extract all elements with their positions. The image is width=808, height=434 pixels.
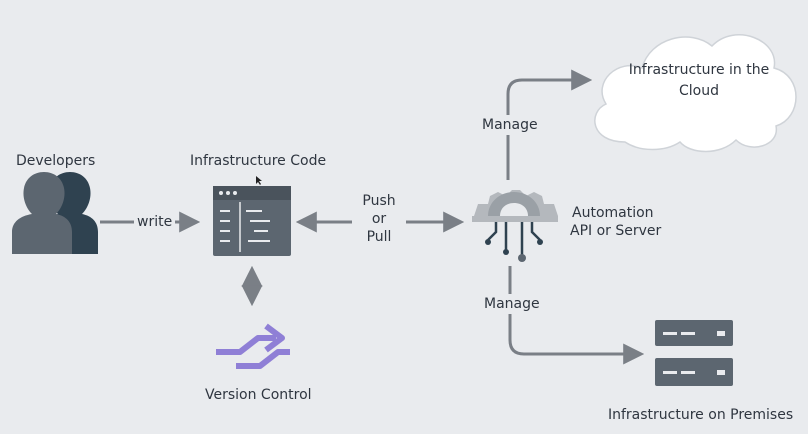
manage-cloud-label: Manage xyxy=(482,115,538,135)
automation-label-line1: Automation xyxy=(572,205,654,221)
push-pull-label: Push or Pull xyxy=(352,192,406,246)
version-control-icon xyxy=(216,323,290,369)
automation-label-line2: API or Server xyxy=(570,223,662,239)
developers-icon xyxy=(12,172,98,254)
code-window-icon xyxy=(213,186,291,256)
automation-gear-icon xyxy=(472,190,558,262)
infrastructure-code-label: Infrastructure Code xyxy=(190,153,327,169)
push-label: Push xyxy=(362,193,396,209)
automation-label: Automation API or Server xyxy=(570,204,661,240)
mouse-cursor-icon xyxy=(256,176,262,185)
on-premises-label: Infrastructure on Premises xyxy=(608,407,794,423)
manage-cloud-arrow xyxy=(506,69,593,180)
or-label: or xyxy=(371,211,387,227)
server-rack-icon xyxy=(655,320,733,386)
version-control-label: Version Control xyxy=(205,387,312,403)
pull-label: Pull xyxy=(366,229,392,245)
cloud-label-line1: Infrastructure in the xyxy=(628,62,770,78)
cloud-label-line2: Cloud xyxy=(679,83,719,99)
manage-premises-arrow xyxy=(508,266,645,365)
cloud-icon xyxy=(594,34,797,153)
manage-premises-label: Manage xyxy=(484,294,540,314)
write-label: write xyxy=(134,213,176,231)
cloud-label: Infrastructure in the Cloud xyxy=(616,60,782,102)
developers-label: Developers xyxy=(16,153,96,169)
